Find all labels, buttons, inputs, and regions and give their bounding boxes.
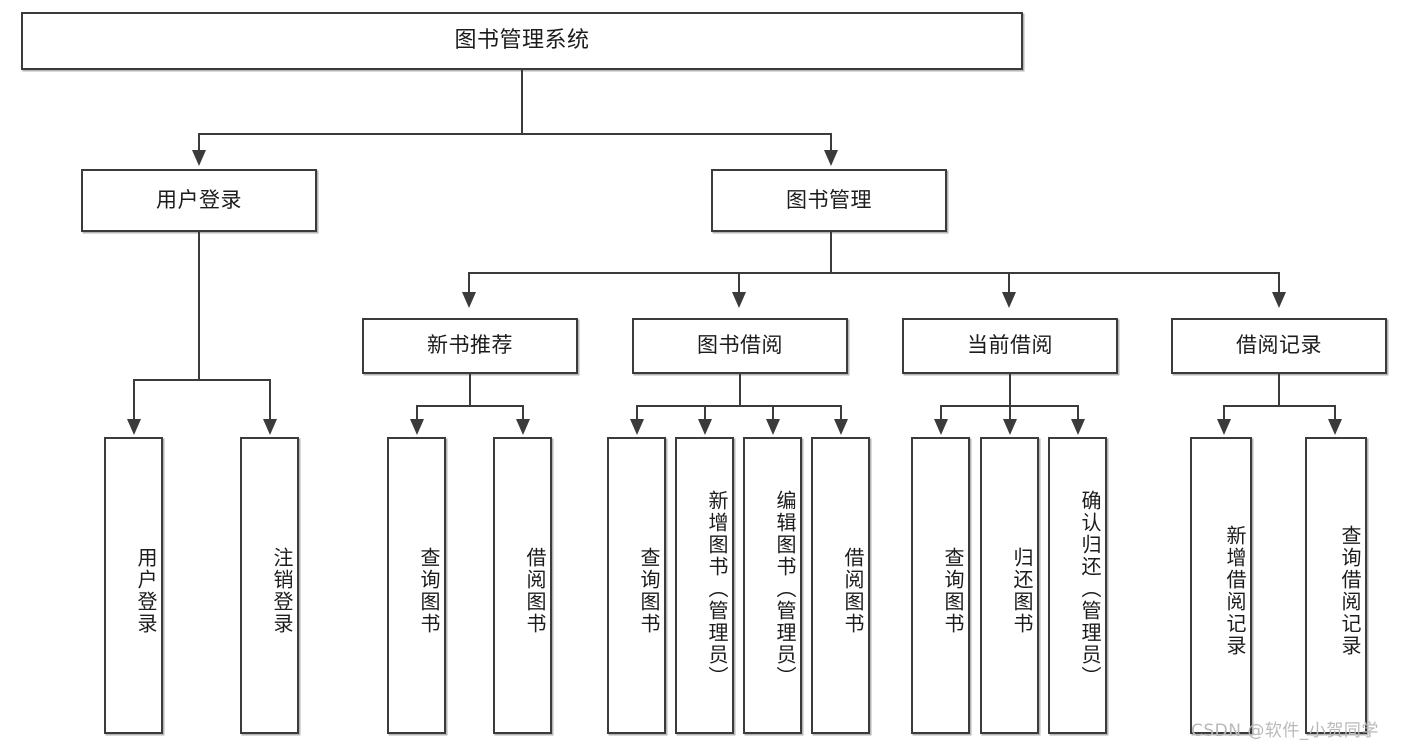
connector-nbr-drop-1 xyxy=(416,405,418,421)
connector-user-login-drop-1 xyxy=(133,379,135,421)
arrowhead-br-add-record xyxy=(1217,419,1231,435)
csdn-watermark: CSDN @软件_小贺同学 xyxy=(1191,721,1379,741)
connector-bb-drop-4 xyxy=(840,405,842,421)
leaf-bb-borrow-book[interactable]: 借阅图书 xyxy=(811,437,870,734)
node-label: 借阅记录 xyxy=(1236,333,1322,358)
connector-root-bus xyxy=(198,133,832,135)
arrowhead-new-book-recommend xyxy=(462,292,476,308)
connector-user-login-bus xyxy=(133,379,270,381)
node-root-book-management-system[interactable]: 图书管理系统 xyxy=(21,12,1023,70)
connector-bb-drop-1 xyxy=(636,405,638,421)
arrowhead-bb-borrow-book xyxy=(834,419,848,435)
node-book-borrow[interactable]: 图书借阅 xyxy=(632,318,848,374)
leaf-cb-return-book[interactable]: 归还图书 xyxy=(980,437,1039,734)
connector-bm-drop-current-borrow xyxy=(1008,272,1010,294)
node-label: 用户登录 xyxy=(134,546,158,635)
arrowhead-bb-edit-book xyxy=(766,419,780,435)
connector-cb-drop-1 xyxy=(940,405,942,421)
leaf-cb-query-book[interactable]: 查询图书 xyxy=(911,437,970,734)
connector-bb-bus xyxy=(636,405,842,407)
connector-br-stem xyxy=(1278,374,1280,405)
connector-bb-drop-3 xyxy=(772,405,774,421)
connector-br-drop-2 xyxy=(1334,405,1336,421)
connector-nbr-drop-2 xyxy=(522,405,524,421)
arrowhead-user-login xyxy=(192,150,206,166)
node-label: 图书管理系统 xyxy=(454,27,590,53)
connector-root-to-book-management xyxy=(830,133,832,152)
node-label: 注销登录 xyxy=(270,546,294,635)
arrowhead-book-management xyxy=(824,150,838,166)
arrowhead-leaf-logout xyxy=(263,419,277,435)
connector-bm-drop-book-borrow xyxy=(738,272,740,294)
connector-root-stem xyxy=(521,70,523,133)
node-label: 新增借阅记录 xyxy=(1223,524,1247,657)
node-new-book-recommend[interactable]: 新书推荐 xyxy=(362,318,578,374)
arrowhead-cb-confirm-return xyxy=(1071,419,1085,435)
node-user-login[interactable]: 用户登录 xyxy=(81,169,317,232)
arrowhead-book-borrow xyxy=(732,292,746,308)
leaf-nbr-borrow-book[interactable]: 借阅图书 xyxy=(493,437,552,734)
node-label: 查询图书 xyxy=(417,546,441,635)
connector-cb-stem xyxy=(1009,374,1011,405)
connector-br-drop-1 xyxy=(1223,405,1225,421)
connector-bb-drop-2 xyxy=(704,405,706,421)
arrowhead-current-borrow xyxy=(1002,292,1016,308)
connector-cb-drop-3 xyxy=(1077,405,1079,421)
arrowhead-br-query-record xyxy=(1328,419,1342,435)
node-label: 归还图书 xyxy=(1010,546,1034,635)
arrowhead-nbr-borrow-book xyxy=(516,419,530,435)
node-label: 查询图书 xyxy=(637,546,661,635)
leaf-bb-add-book[interactable]: 新增图书（管理员） xyxy=(675,437,734,734)
arrowhead-bb-query-book xyxy=(630,419,644,435)
node-label: 借阅图书 xyxy=(523,546,547,635)
connector-user-login-drop-2 xyxy=(269,379,271,421)
connector-cb-drop-2 xyxy=(1009,405,1011,421)
arrowhead-borrow-record xyxy=(1272,292,1286,308)
leaf-logout[interactable]: 注销登录 xyxy=(240,437,299,734)
connector-nbr-bus xyxy=(416,405,524,407)
arrowhead-leaf-user-login xyxy=(127,419,141,435)
node-label: 当前借阅 xyxy=(967,333,1053,358)
node-label: 查询图书 xyxy=(941,546,965,635)
node-label: 确认归还（管理员） xyxy=(1078,489,1102,688)
connector-nbr-stem xyxy=(469,374,471,405)
node-label: 借阅图书 xyxy=(841,546,865,635)
connector-book-management-bus xyxy=(468,272,1280,274)
connector-br-bus xyxy=(1223,405,1336,407)
leaf-user-login[interactable]: 用户登录 xyxy=(104,437,163,734)
leaf-bb-edit-book[interactable]: 编辑图书（管理员） xyxy=(743,437,802,734)
connector-bm-drop-borrow-record xyxy=(1278,272,1280,294)
node-label: 新书推荐 xyxy=(427,333,513,358)
arrowhead-cb-query-book xyxy=(934,419,948,435)
arrowhead-bb-add-book xyxy=(698,419,712,435)
connector-book-management-stem xyxy=(830,232,832,272)
connector-root-to-user-login xyxy=(198,133,200,152)
node-book-management[interactable]: 图书管理 xyxy=(711,169,947,232)
leaf-nbr-query-book[interactable]: 查询图书 xyxy=(387,437,446,734)
leaf-bb-query-book[interactable]: 查询图书 xyxy=(607,437,666,734)
node-label: 编辑图书（管理员） xyxy=(773,489,797,688)
connector-bb-stem xyxy=(739,374,741,405)
arrowhead-nbr-query-book xyxy=(410,419,424,435)
connector-bm-drop-new-book xyxy=(468,272,470,294)
node-label: 图书借阅 xyxy=(697,333,783,358)
node-label: 查询借阅记录 xyxy=(1338,524,1362,657)
node-label: 新增图书（管理员） xyxy=(705,489,729,688)
leaf-br-add-record[interactable]: 新增借阅记录 xyxy=(1190,437,1252,734)
leaf-cb-confirm-return[interactable]: 确认归还（管理员） xyxy=(1048,437,1107,734)
node-label: 图书管理 xyxy=(786,187,872,212)
node-label: 用户登录 xyxy=(156,187,242,212)
node-current-borrow[interactable]: 当前借阅 xyxy=(902,318,1118,374)
arrowhead-cb-return-book xyxy=(1003,419,1017,435)
connector-user-login-stem xyxy=(198,232,200,379)
leaf-br-query-record[interactable]: 查询借阅记录 xyxy=(1305,437,1367,734)
node-borrow-record[interactable]: 借阅记录 xyxy=(1171,318,1387,374)
